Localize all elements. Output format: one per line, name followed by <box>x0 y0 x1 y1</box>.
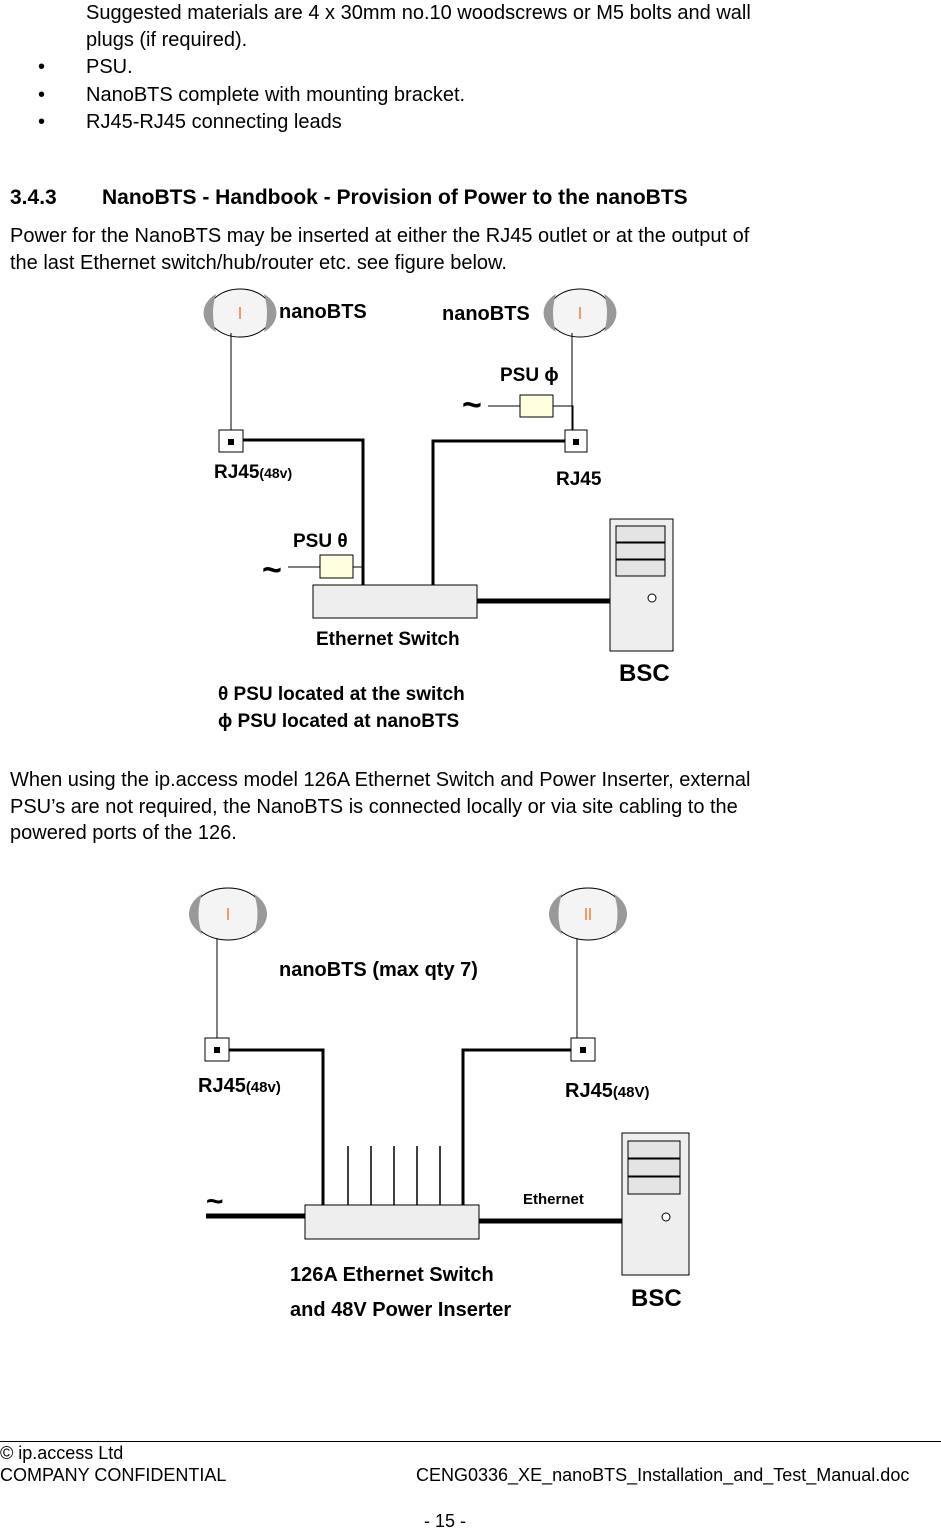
bullet-symbol: • <box>38 111 46 133</box>
psu-box-theta <box>319 554 354 579</box>
rj45-label-right: RJ45 <box>556 469 602 490</box>
nanobts-unit-right <box>549 887 627 941</box>
nanobts-max-label: nanoBTS (max qty 7) <box>279 959 478 981</box>
footer-confidential: COMPANY CONFIDENTIAL <box>0 1465 227 1485</box>
switch-label-line-2: and 48V Power Inserter <box>290 1299 511 1321</box>
paragraph-line: the last Ethernet switch/hub/router etc.… <box>10 252 507 274</box>
rj45-label-right: RJ45(48V) <box>565 1080 650 1102</box>
psu-theta-label: PSU θ <box>293 531 348 552</box>
section-title: NanoBTS - Handbook - Provision of Power … <box>102 186 688 209</box>
ac-symbol: ~ <box>462 386 482 424</box>
intro-line-1: Suggested materials are 4 x 30mm no.10 w… <box>86 2 751 24</box>
paragraph-line: powered ports of the 126. <box>10 822 237 844</box>
bsc-computer <box>621 1132 690 1276</box>
section-number: 3.4.3 <box>10 186 57 209</box>
nanobts-unit-left <box>203 288 277 338</box>
bsc-computer <box>609 518 674 652</box>
footer-divider <box>0 1441 941 1442</box>
rj45-label-left: RJ45(48v) <box>198 1075 281 1097</box>
bsc-label: BSC <box>631 1285 682 1312</box>
footer-document-name: CENG0336_XE_nanoBTS_Installation_and_Tes… <box>416 1465 910 1485</box>
ethernet-switch-label: Ethernet Switch <box>316 629 460 650</box>
ac-symbol: ~ <box>262 551 282 589</box>
legend-phi: ϕ PSU located at nanoBTS <box>218 711 459 732</box>
bullet-item: PSU. <box>86 56 133 78</box>
switch-label-line-1: 126A Ethernet Switch <box>290 1264 494 1286</box>
ethernet-label: Ethernet <box>523 1191 584 1208</box>
paragraph-line: PSU’s are not required, the NanoBTS is c… <box>10 796 738 818</box>
psu-phi-label: PSU ϕ <box>500 365 559 386</box>
bullet-item: RJ45-RJ45 connecting leads <box>86 111 342 133</box>
psu-box-phi <box>519 394 554 418</box>
intro-line-2: plugs (if required). <box>86 29 248 51</box>
paragraph-line: When using the ip.access model 126A Ethe… <box>10 769 751 791</box>
nanobts-label-left: nanoBTS <box>279 301 367 323</box>
nanobts-unit-left <box>189 887 267 941</box>
bullet-symbol: • <box>38 56 46 78</box>
switch-126a <box>304 1204 480 1240</box>
nanobts-unit-right <box>543 288 617 338</box>
paragraph-line: Power for the NanoBTS may be inserted at… <box>10 225 750 247</box>
ac-symbol: ~ <box>206 1185 224 1218</box>
rj45-label-left: RJ45(48v) <box>214 462 292 483</box>
legend-theta: θ PSU located at the switch <box>218 684 465 705</box>
ethernet-switch <box>312 584 478 619</box>
figure-126a-switch: nanoBTS (max qty 7) RJ45(48v) RJ45(48V) … <box>189 887 690 1321</box>
footer-company: © ip.access Ltd <box>0 1443 124 1463</box>
bullet-symbol: • <box>38 84 46 106</box>
bsc-label: BSC <box>619 660 670 687</box>
figure-psu-placement: nanoBTS nanoBTS RJ45(48v) PSU ϕ ~ RJ45 P… <box>203 288 674 732</box>
nanobts-label-right: nanoBTS <box>442 303 530 325</box>
page-number: - 15 - <box>424 1511 467 1531</box>
bullet-item: NanoBTS complete with mounting bracket. <box>86 84 466 106</box>
